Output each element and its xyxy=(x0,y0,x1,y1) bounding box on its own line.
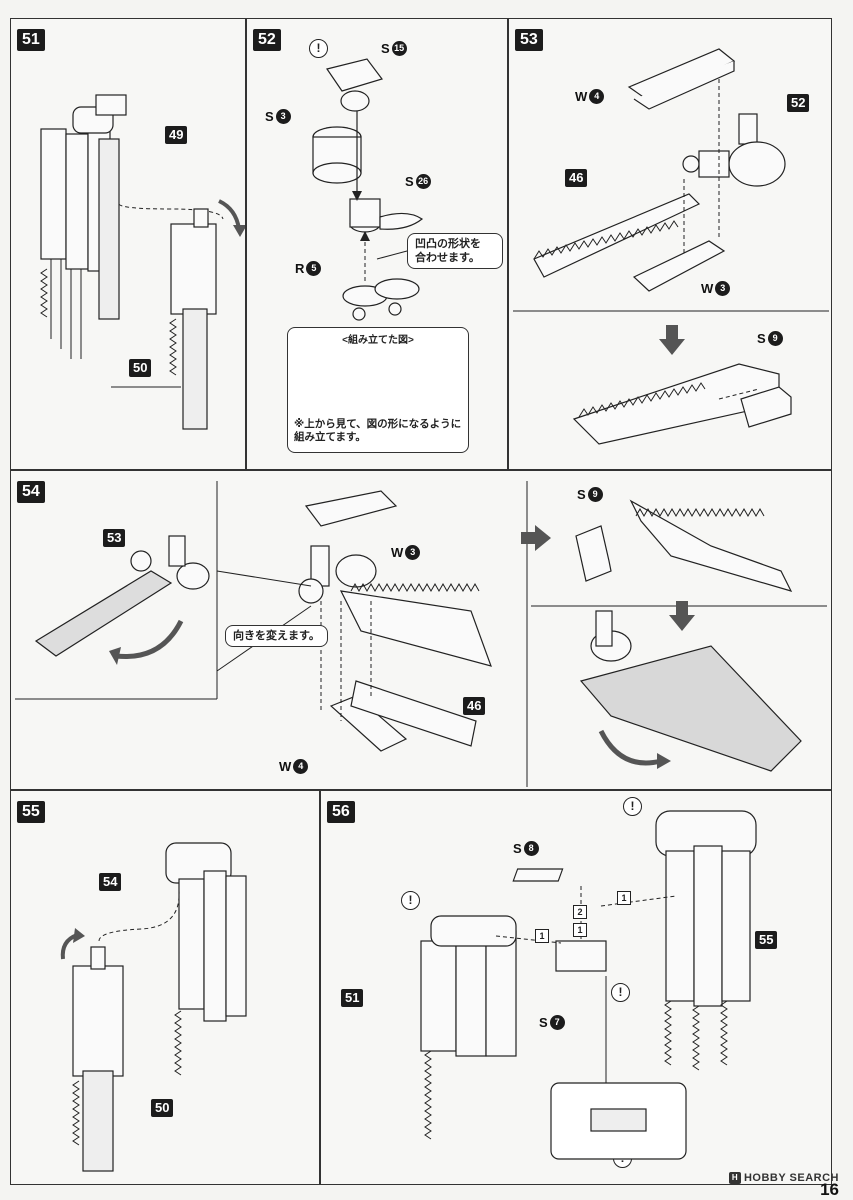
part-number-badge: 4 xyxy=(589,89,605,104)
part-label: W 4 xyxy=(575,89,605,104)
leg-assembly-diagram xyxy=(60,842,247,1172)
warning-icon: ! xyxy=(401,891,420,910)
part-prefix: S xyxy=(757,331,766,346)
assembled-view-title: <組み立てた図> xyxy=(342,335,414,346)
assembled-view-box: <組み立てた図> ※上から見て、図の形になるように 組み立てます。 xyxy=(287,327,469,453)
alignment-note: 凹凸の形状を 合わせます。 xyxy=(407,233,503,269)
weapon-assembly-diagram xyxy=(40,94,245,430)
part-prefix: W xyxy=(391,545,404,560)
warning-icon: ! xyxy=(611,983,630,1002)
part-number-badge: 3 xyxy=(715,281,731,296)
down-arrow-icon xyxy=(669,601,695,631)
step-55-panel: 55 54 50 xyxy=(10,790,320,1185)
sequence-marker: 1 xyxy=(617,891,631,905)
part-number-badge: 9 xyxy=(767,331,783,346)
part-callout-53: 53 xyxy=(103,529,126,547)
blade-joint-diagram xyxy=(15,481,827,787)
part-label: S 9 xyxy=(757,331,783,346)
part-callout-46: 46 xyxy=(565,169,588,187)
blade-assembly-diagram xyxy=(513,48,829,445)
part-number-badge: 5 xyxy=(306,261,322,276)
sequence-marker: 1 xyxy=(573,923,587,937)
part-prefix: W xyxy=(701,281,714,296)
part-callout-50: 50 xyxy=(129,359,152,377)
step-number: 51 xyxy=(17,29,45,51)
down-arrow-icon xyxy=(659,325,685,355)
part-label: S 15 xyxy=(381,41,407,56)
step-53-panel: 53 52 46 xyxy=(508,18,832,470)
part-prefix: S xyxy=(405,174,414,189)
part-callout-55: 55 xyxy=(755,931,778,949)
part-number-badge: 26 xyxy=(415,174,431,189)
part-label: W 3 xyxy=(391,545,421,560)
step-number: 55 xyxy=(17,801,45,823)
warning-icon: ! xyxy=(309,39,328,58)
step-51-panel: 51 xyxy=(10,18,246,470)
part-prefix: S xyxy=(265,109,274,124)
part-label: S 7 xyxy=(539,1015,565,1030)
part-number-badge: 9 xyxy=(587,487,603,502)
page-number: 16 xyxy=(820,1180,839,1199)
part-callout-51: 51 xyxy=(341,989,364,1007)
brand-logo-icon: H xyxy=(728,1172,741,1184)
right-arrow-icon xyxy=(521,525,551,551)
part-number-badge: 3 xyxy=(405,545,421,560)
part-number-badge: 3 xyxy=(275,109,291,124)
final-assembly-diagram xyxy=(420,810,757,1160)
part-callout-46: 46 xyxy=(463,697,486,715)
part-callout-52: 52 xyxy=(787,94,810,112)
part-label: S 26 xyxy=(405,174,431,189)
part-prefix: R xyxy=(295,261,305,276)
step-54-panel: 54 xyxy=(10,470,832,790)
sequence-marker: 1 xyxy=(535,929,549,943)
part-number-badge: 4 xyxy=(293,759,309,774)
part-callout-50: 50 xyxy=(151,1099,174,1117)
step-number: 53 xyxy=(515,29,543,51)
part-callout-49: 49 xyxy=(165,126,188,144)
part-callout-54: 54 xyxy=(99,873,122,891)
part-number-badge: 15 xyxy=(391,41,407,56)
part-prefix: W xyxy=(575,89,588,104)
part-label: R 5 xyxy=(295,261,322,276)
assembled-view-note: ※上から見て、図の形になるように 組み立てます。 xyxy=(294,418,462,443)
turn-direction-note: 向きを変えます。 xyxy=(225,625,328,647)
part-prefix: S xyxy=(539,1015,548,1030)
brand-name: HOBBY SEARCH xyxy=(743,1172,839,1184)
part-label: W 3 xyxy=(701,281,731,296)
part-label: S 8 xyxy=(513,841,539,856)
part-number-badge: 8 xyxy=(523,841,539,856)
part-label: S 3 xyxy=(265,109,291,124)
part-label: W 4 xyxy=(279,759,309,774)
sequence-marker: 2 xyxy=(573,905,587,919)
part-number-badge: 7 xyxy=(549,1015,565,1030)
warning-icon: ! xyxy=(623,797,642,816)
brand-watermark: H HOBBY SEARCH xyxy=(728,1172,839,1184)
part-prefix: S xyxy=(577,487,586,502)
step-number: 54 xyxy=(17,481,45,503)
step-number: 56 xyxy=(327,801,355,823)
part-prefix: S xyxy=(513,841,522,856)
step-number: 52 xyxy=(253,29,281,51)
step-52-panel: 52 ! xyxy=(246,18,508,470)
step-56-panel: 56 ! ! ! ! xyxy=(320,790,832,1185)
part-prefix: W xyxy=(279,759,292,774)
part-prefix: S xyxy=(381,41,390,56)
part-label: S 9 xyxy=(577,487,603,502)
